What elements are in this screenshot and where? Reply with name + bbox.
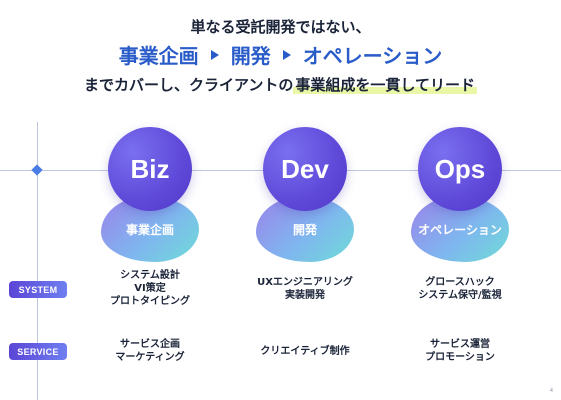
headline-line-1: 単なる受託開発ではない、 xyxy=(190,18,371,36)
cell-line: 実装開発 xyxy=(285,290,325,301)
cell-line: UXエンジニアリング xyxy=(257,277,353,288)
service-tag: SERVICE xyxy=(9,343,67,360)
ops-circle: Ops xyxy=(418,127,502,211)
system-tag: SYSTEM xyxy=(9,281,67,298)
cell-line: プロトタイピング xyxy=(110,296,190,307)
ops-sub-label: オペレーション xyxy=(418,223,502,237)
cell-line: VI策定 xyxy=(134,283,166,294)
cell-line: システム保守/監視 xyxy=(418,290,502,301)
system-biz-cell: システム設計 VI策定 プロトタイピング xyxy=(75,269,225,308)
headline-highlight: 事業組成を一貫してリード xyxy=(293,76,477,94)
phase-2: 開発 xyxy=(230,44,271,68)
phase-1: 事業企画 xyxy=(118,44,199,68)
diamond-marker-icon xyxy=(31,164,43,176)
arrow-right-icon xyxy=(210,49,219,60)
dev-sub-label: 開発 xyxy=(292,223,317,237)
biz-circle: Biz xyxy=(108,127,192,211)
cell-line: システム設計 xyxy=(120,270,180,281)
vertical-guide-line xyxy=(37,122,38,400)
service-ops-cell: サービス運営 プロモーション xyxy=(385,338,535,364)
biz-label: Biz xyxy=(130,153,170,184)
cell-line: マーケティング xyxy=(115,352,185,363)
dev-label: Dev xyxy=(281,153,329,184)
system-ops-cell: グロースハック システム保守/監視 xyxy=(385,276,535,302)
phase-3: オペレーション xyxy=(302,44,443,68)
system-dev-cell: UXエンジニアリング 実装開発 xyxy=(230,276,380,302)
cell-line: サービス運営 xyxy=(430,339,490,350)
service-biz-cell: サービス企画 マーケティング xyxy=(75,338,225,364)
headline-phases: 事業企画 開発 オペレーション xyxy=(0,40,561,69)
cell-line: グロースハック xyxy=(425,277,495,288)
biz-sub-label: 事業企画 xyxy=(125,223,174,237)
service-dev-cell: クリエイティブ制作 xyxy=(230,345,380,358)
ops-label: Ops xyxy=(434,153,486,184)
cell-line: サービス企画 xyxy=(120,339,180,350)
page-number: 4 xyxy=(549,388,553,394)
arrow-right-icon xyxy=(282,49,291,60)
cell-line: クリエイティブ制作 xyxy=(260,346,350,357)
headline-line-3: までカバーし、クライアントの事業組成を一貫してリード xyxy=(0,74,561,95)
dev-circle: Dev xyxy=(263,127,347,211)
headline-line-3-prefix: までカバーし、クライアントの xyxy=(84,76,294,94)
cell-line: プロモーション xyxy=(425,352,495,363)
